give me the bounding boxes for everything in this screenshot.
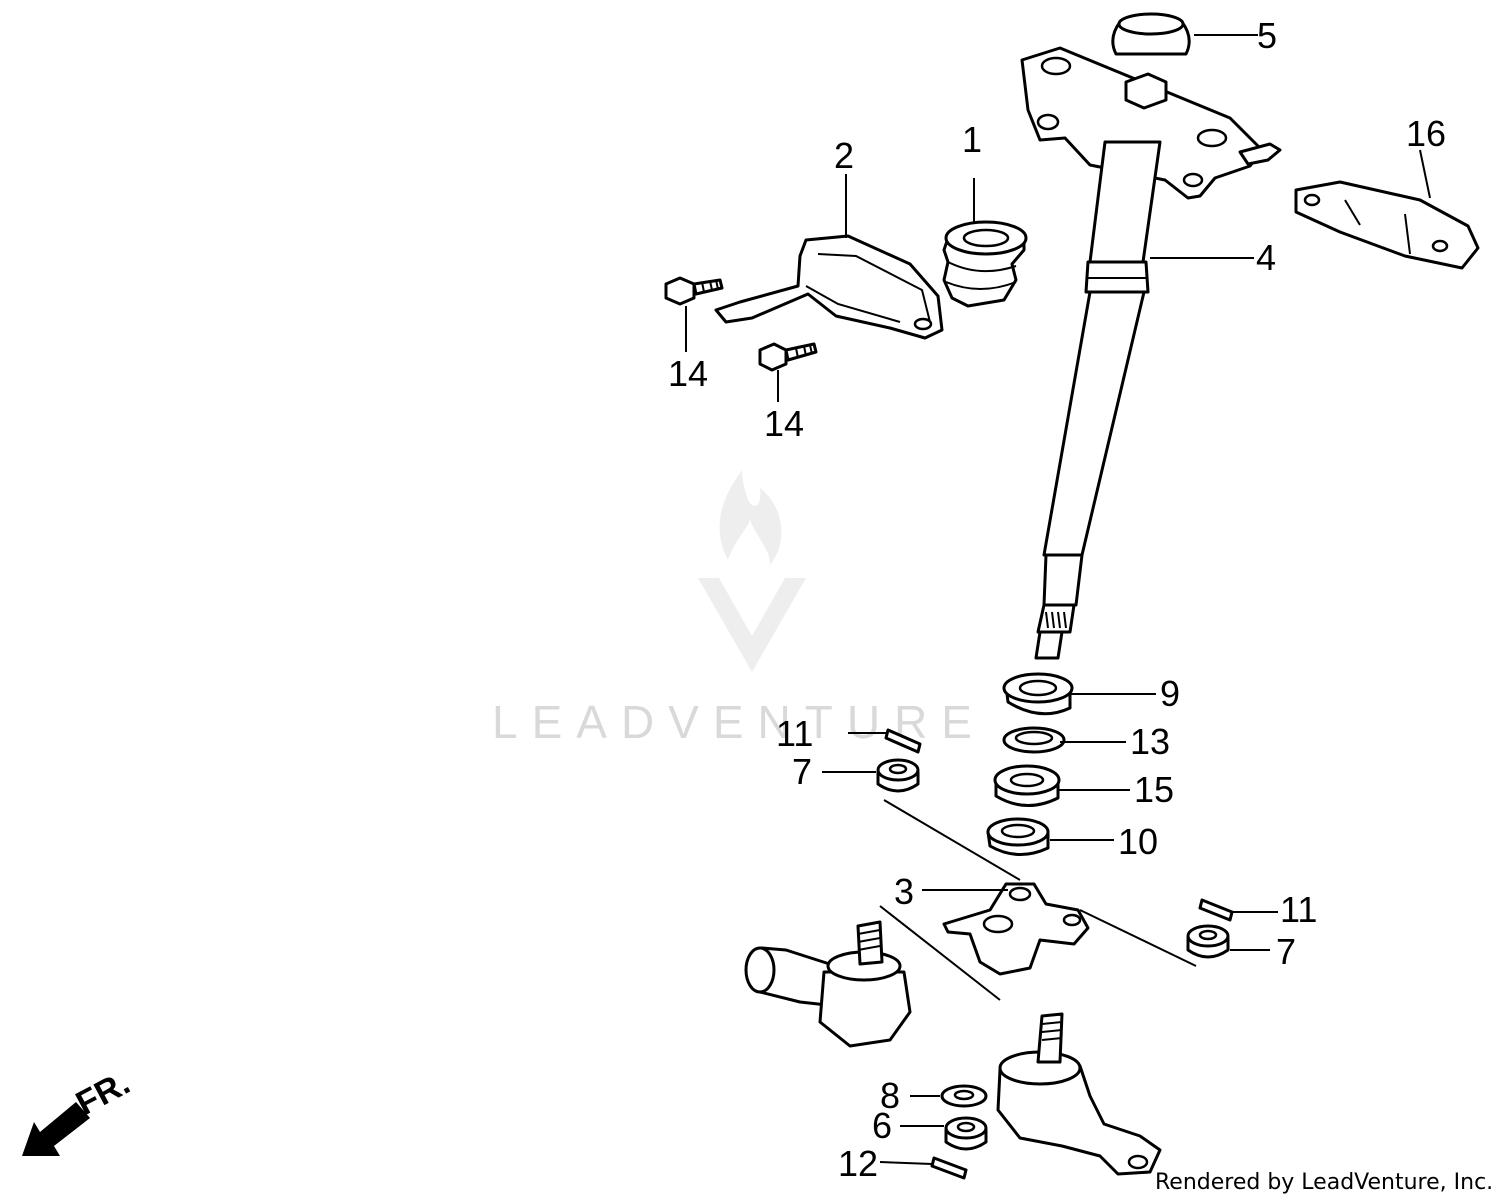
callout-13: 13 xyxy=(1130,721,1170,762)
part-4-steering-shaft xyxy=(1020,46,1282,660)
part-11-cotter-pin-right xyxy=(1198,898,1234,922)
callout-4: 4 xyxy=(1256,237,1276,278)
callout-16: 16 xyxy=(1406,113,1446,154)
callout-11-b: 11 xyxy=(1280,889,1317,930)
callout-leader-lines xyxy=(685,34,1431,1165)
part-11-cotter-pin-left xyxy=(884,728,922,754)
part-5-cap xyxy=(1111,12,1191,56)
assembly-guide-lines xyxy=(879,799,1197,1001)
part-12-cotter-pin xyxy=(930,1156,968,1180)
callout-6: 6 xyxy=(872,1105,892,1146)
part-1-bushing xyxy=(942,220,1028,308)
part-6-castle-nut xyxy=(944,1116,988,1151)
callout-7-b: 7 xyxy=(1276,931,1296,972)
callout-15: 15 xyxy=(1134,769,1174,810)
callout-10: 10 xyxy=(1118,821,1158,862)
callout-5: 5 xyxy=(1257,15,1277,56)
part-3-steering-arm xyxy=(942,882,1090,976)
callout-8: 8 xyxy=(880,1075,900,1116)
leadventure-watermark-logo xyxy=(698,470,806,672)
part-13-washer xyxy=(1002,726,1066,754)
part-7-castle-nut-right xyxy=(1186,924,1230,959)
part-7-castle-nut-left xyxy=(876,758,920,793)
tie-rod-end-right xyxy=(996,1012,1162,1176)
part-9-bearing xyxy=(1002,672,1074,716)
part-15-bearing xyxy=(993,764,1061,808)
render-credit: Rendered by LeadVenture, Inc. xyxy=(1155,1170,1494,1195)
part-2-upper-holder xyxy=(714,234,944,340)
part-8-washer xyxy=(940,1084,988,1108)
tie-rod-end-left xyxy=(744,920,912,1048)
part-16-clamp xyxy=(1294,180,1480,270)
part-14-bolt-upper xyxy=(664,276,724,306)
callout-7-a: 7 xyxy=(792,751,812,792)
front-direction-arrow-icon xyxy=(22,1102,90,1156)
callout-11-a: 11 xyxy=(776,713,813,754)
part-10-oil-seal xyxy=(986,817,1050,856)
callout-14-a: 14 xyxy=(668,353,708,394)
callout-1: 1 xyxy=(962,119,982,160)
callout-9: 9 xyxy=(1160,673,1180,714)
callout-14-b: 14 xyxy=(764,403,804,444)
callout-12: 12 xyxy=(838,1143,878,1184)
part-14-bolt-lower xyxy=(758,342,818,372)
callout-3: 3 xyxy=(894,871,914,912)
callout-2: 2 xyxy=(834,135,854,176)
